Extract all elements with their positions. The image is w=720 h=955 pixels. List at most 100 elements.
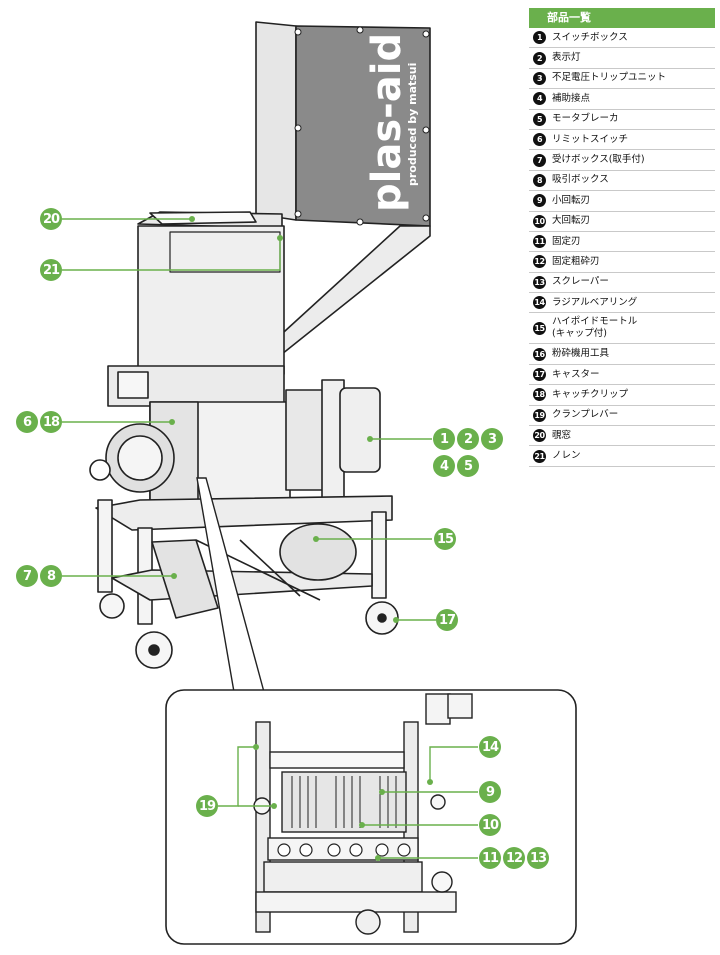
blade-teeth bbox=[291, 776, 397, 828]
parts-list-item: 19 クランプレバー bbox=[529, 406, 715, 427]
part-number-badge: 4 bbox=[533, 92, 546, 106]
callout-number: 12 bbox=[503, 847, 525, 869]
part-number-badge: 19 bbox=[533, 408, 546, 422]
parts-list-title: 部品一覧 bbox=[529, 8, 715, 28]
callout-number: 13 bbox=[527, 847, 549, 869]
part-number-badge: 13 bbox=[533, 275, 546, 289]
parts-list-item: 21 ノレン bbox=[529, 446, 715, 467]
part-number-badge: 3 bbox=[533, 71, 546, 85]
part-name: 受けボックス(取手付) bbox=[552, 154, 645, 166]
callout-number: 1 bbox=[433, 428, 455, 450]
panel-rivets bbox=[294, 26, 430, 226]
part-number-badge: 20 bbox=[533, 429, 546, 443]
part-name: ノレン bbox=[552, 450, 581, 462]
parts-list-item: 2 表示灯 bbox=[529, 48, 715, 69]
part-name: 固定刃 bbox=[552, 235, 581, 247]
part-name: クランプレバー bbox=[552, 409, 619, 421]
callout-number: 11 bbox=[479, 847, 501, 869]
part-number-badge: 21 bbox=[533, 449, 546, 463]
part-name: 粉砕機用工具 bbox=[552, 348, 610, 360]
brand-logo: plas-aid bbox=[364, 33, 410, 212]
leader-lines bbox=[62, 218, 478, 859]
part-name: リミットスイッチ bbox=[552, 133, 629, 145]
part-number-badge: 16 bbox=[533, 347, 546, 361]
part-name: スイッチボックス bbox=[552, 31, 628, 43]
parts-list-item: 10 大回転刃 bbox=[529, 212, 715, 232]
part-name: モータブレーカ bbox=[552, 113, 619, 125]
part-number-badge: 5 bbox=[533, 112, 546, 126]
part-number-badge: 9 bbox=[533, 194, 546, 208]
callout-14: 14 bbox=[479, 736, 501, 758]
part-number-badge: 15 bbox=[533, 321, 546, 335]
part-name: 表示灯 bbox=[552, 52, 581, 64]
callout-number: 3 bbox=[481, 428, 503, 450]
part-number-badge: 8 bbox=[533, 173, 546, 187]
part-number-badge: 6 bbox=[533, 133, 546, 147]
part-name: ハイポイドモートル (キャップ付) bbox=[552, 316, 638, 340]
parts-list-item: 7 受けボックス(取手付) bbox=[529, 150, 715, 171]
rotor-detail bbox=[253, 693, 473, 935]
callout-15: 15 bbox=[434, 528, 456, 550]
callout-number: 4 bbox=[433, 455, 455, 477]
part-name: 小回転刃 bbox=[552, 194, 591, 206]
callout-number: 10 bbox=[479, 814, 501, 836]
callout-10: 10 bbox=[479, 814, 501, 836]
parts-list-item: 3 不足電圧トリップユニット bbox=[529, 69, 715, 90]
callout-number: 6 bbox=[16, 411, 38, 433]
part-name: 不足電圧トリップユニット bbox=[552, 72, 667, 84]
parts-list-item: 5 モータブレーカ bbox=[529, 110, 715, 130]
callout-number: 20 bbox=[40, 208, 62, 230]
callout-number: 21 bbox=[40, 259, 62, 281]
callout-number: 17 bbox=[436, 609, 458, 631]
callout-number: 2 bbox=[457, 428, 479, 450]
callout-number: 5 bbox=[457, 455, 479, 477]
parts-list-item: 16 粉砕機用工具 bbox=[529, 344, 715, 365]
part-number-badge: 14 bbox=[533, 296, 546, 310]
part-number-badge: 2 bbox=[533, 51, 546, 65]
parts-list-item: 4 補助接点 bbox=[529, 89, 715, 110]
parts-list-item: 11 固定刃 bbox=[529, 232, 715, 253]
callout-number: 18 bbox=[40, 411, 62, 433]
callout-number: 14 bbox=[479, 736, 501, 758]
parts-list-item: 18 キャッチクリップ bbox=[529, 385, 715, 406]
part-name: キャッチクリップ bbox=[552, 388, 629, 400]
callout-21: 21 bbox=[40, 259, 62, 281]
parts-list-item: 20 覗窓 bbox=[529, 426, 715, 447]
part-number-badge: 12 bbox=[533, 255, 546, 269]
fixed-blade-holes bbox=[277, 843, 411, 857]
callout-19: 19 bbox=[196, 795, 218, 817]
callout-number: 7 bbox=[16, 565, 38, 587]
part-name: 覗窓 bbox=[552, 429, 572, 441]
part-name: 大回転刃 bbox=[552, 215, 591, 227]
parts-list-item: 6 リミットスイッチ bbox=[529, 130, 715, 151]
granulator-machine bbox=[89, 21, 431, 669]
callout-20: 20 bbox=[40, 208, 62, 230]
part-number-badge: 7 bbox=[533, 153, 546, 167]
part-name: 補助接点 bbox=[552, 92, 591, 104]
part-number-badge: 18 bbox=[533, 388, 546, 402]
leader-dots bbox=[169, 216, 433, 861]
parts-list-item: 15 ハイポイドモートル (キャップ付) bbox=[529, 313, 715, 345]
brand-tagline: produced by matsui bbox=[406, 63, 419, 186]
part-number-badge: 11 bbox=[533, 235, 546, 249]
part-number-badge: 10 bbox=[533, 214, 546, 228]
parts-list-item: 9 小回転刃 bbox=[529, 191, 715, 212]
part-name: ラジアルベアリング bbox=[552, 296, 638, 308]
callout-number: 15 bbox=[434, 528, 456, 550]
part-name: キャスター bbox=[552, 368, 600, 380]
callout-9: 9 bbox=[479, 781, 501, 803]
parts-list-item: 14 ラジアルベアリング bbox=[529, 293, 715, 314]
